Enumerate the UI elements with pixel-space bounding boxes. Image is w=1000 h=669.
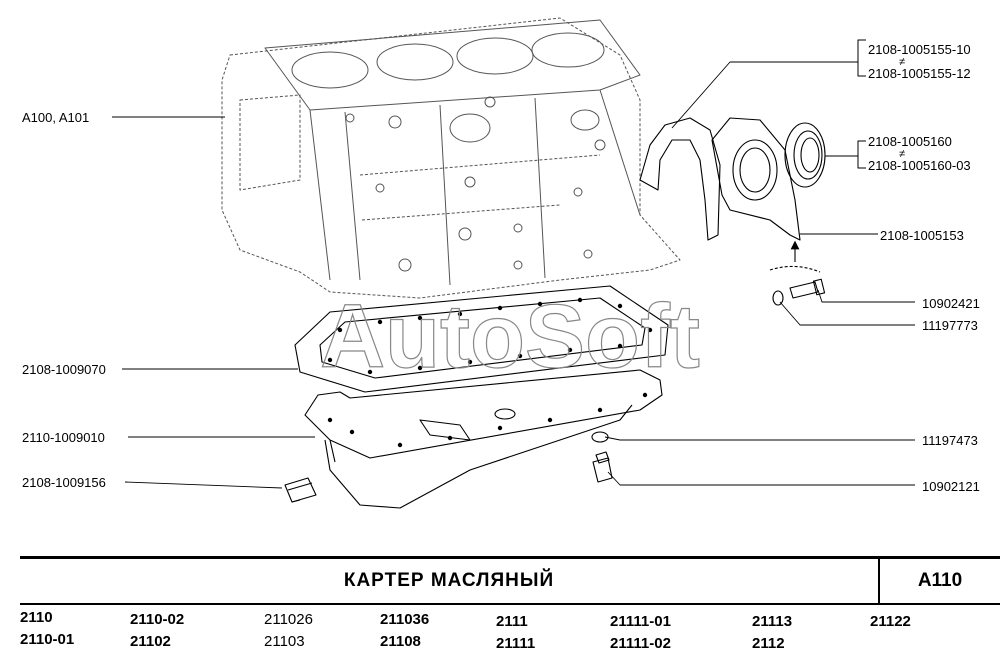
drain-plug-outline: [284, 477, 317, 503]
callout-bolt-pan: 10902121: [922, 479, 980, 494]
model-item: 21102: [130, 633, 171, 650]
oil-seal-outline: [784, 122, 826, 188]
alt-mark: ≠: [899, 56, 906, 68]
model-item: 21113: [752, 613, 793, 630]
callout-washer-holder: 11197773: [922, 318, 978, 333]
callout-oil-pan: 2110-1009010: [22, 430, 105, 445]
callout-seal-b: 2108-1005160-03: [868, 158, 971, 173]
model-list: 2110 2110-01 2110-02 21102 211026 21103 …: [0, 608, 1000, 664]
leader-lines: [112, 61, 915, 489]
model-item: 21111: [496, 635, 536, 652]
title-divider: [878, 559, 880, 603]
model-item: 21108: [380, 633, 421, 650]
model-item: 21103: [264, 633, 305, 650]
flange-holes: [327, 297, 653, 448]
model-item: 2110-02: [130, 611, 185, 628]
callout-drain-plug: 2108-1009156: [22, 475, 106, 490]
oil-pan-outline: [304, 369, 663, 509]
callout-gasket-a: 2108-1005155-10: [868, 42, 971, 57]
callout-seal-holder: 2108-1005153: [880, 228, 964, 243]
model-item: 2112: [752, 635, 785, 652]
seal-holder-outline: [711, 117, 801, 241]
callout-washer-pan: 11197473: [922, 433, 978, 448]
callout-gasket-b: 2108-1005155-12: [868, 66, 971, 81]
alternate-brackets: [857, 39, 866, 169]
model-item: 2111: [496, 613, 528, 630]
model-item: 21111-01: [610, 613, 671, 630]
callout-block: A100, A101: [22, 110, 90, 125]
alt-mark: ≠: [899, 148, 906, 160]
model-item: 2110: [20, 609, 53, 626]
seal-holder-gasket-outline: [639, 117, 721, 241]
callout-seal-a: 2108-1005160: [868, 134, 952, 149]
callout-bolt-holder: 10902421: [922, 296, 980, 311]
engine-block: [221, 17, 681, 299]
model-item: 211026: [264, 611, 313, 628]
model-item: 211036: [380, 611, 430, 628]
model-item: 2110-01: [20, 631, 75, 648]
page-title: КАРТЕР МАСЛЯНЫЙ: [343, 570, 555, 591]
model-item: 21111-02: [610, 635, 671, 652]
model-item: 21122: [870, 613, 911, 630]
pan-washer-bolt: [591, 431, 613, 483]
callout-pan-gasket: 2108-1009070: [22, 362, 106, 377]
pan-gasket-outline: [294, 285, 669, 393]
holder-bolt-washer: [769, 265, 826, 306]
exploded-parts-drawing: [112, 17, 915, 509]
section-code: A110: [917, 570, 963, 591]
title-bar: КАРТЕР МАСЛЯНЫЙ A110: [20, 556, 1000, 605]
